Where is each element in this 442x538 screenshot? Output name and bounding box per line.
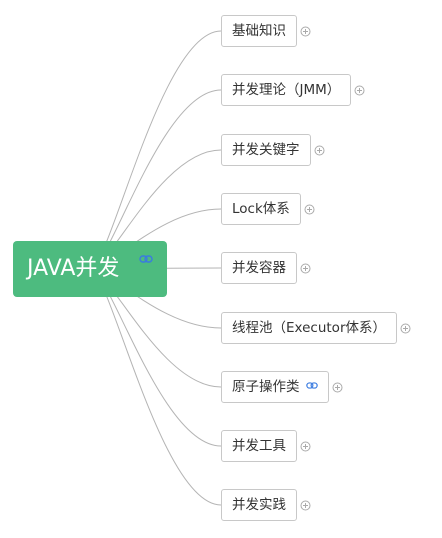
link-icon[interactable] — [305, 381, 318, 390]
branch-node-label: 并发理论（JMM） — [232, 82, 341, 98]
root-node[interactable]: JAVA并发 — [13, 241, 167, 297]
branch-node-label: 线程池（Executor体系） — [232, 320, 386, 336]
plus-circle-icon[interactable] — [300, 26, 311, 37]
plus-circle-icon[interactable] — [354, 85, 365, 96]
plus-circle-icon[interactable] — [400, 323, 411, 334]
branch-node[interactable]: 并发容器 — [221, 252, 297, 284]
plus-circle-icon[interactable] — [332, 382, 343, 393]
plus-circle-icon[interactable] — [314, 145, 325, 156]
plus-circle-icon[interactable] — [300, 441, 311, 452]
link-icon[interactable] — [139, 254, 153, 264]
branch-node[interactable]: 并发理论（JMM） — [221, 74, 352, 106]
branch-node-label: 原子操作类 — [232, 379, 300, 395]
plus-circle-icon[interactable] — [304, 204, 315, 215]
plus-circle-icon[interactable] — [300, 500, 311, 511]
branch-node[interactable]: 基础知识 — [221, 15, 297, 47]
branch-node-label: 并发工具 — [232, 438, 286, 454]
branch-node-label: 基础知识 — [232, 23, 286, 39]
branch-node[interactable]: 并发关键字 — [221, 134, 311, 166]
branch-node[interactable]: 并发实践 — [221, 489, 297, 521]
branch-node-label: Lock体系 — [232, 201, 290, 217]
branch-node-label: 并发容器 — [232, 260, 286, 276]
branch-node[interactable]: 并发工具 — [221, 430, 297, 462]
branch-node-label: 并发关键字 — [232, 142, 300, 158]
branch-node-label: 并发实践 — [232, 497, 286, 513]
branch-node[interactable]: 线程池（Executor体系） — [221, 312, 397, 344]
root-node-label: JAVA并发 — [27, 256, 120, 281]
plus-circle-icon[interactable] — [300, 263, 311, 274]
branch-node[interactable]: Lock体系 — [221, 193, 301, 225]
branch-node[interactable]: 原子操作类 — [221, 371, 329, 403]
connector-line — [89, 30, 222, 270]
connector-line — [89, 268, 222, 506]
